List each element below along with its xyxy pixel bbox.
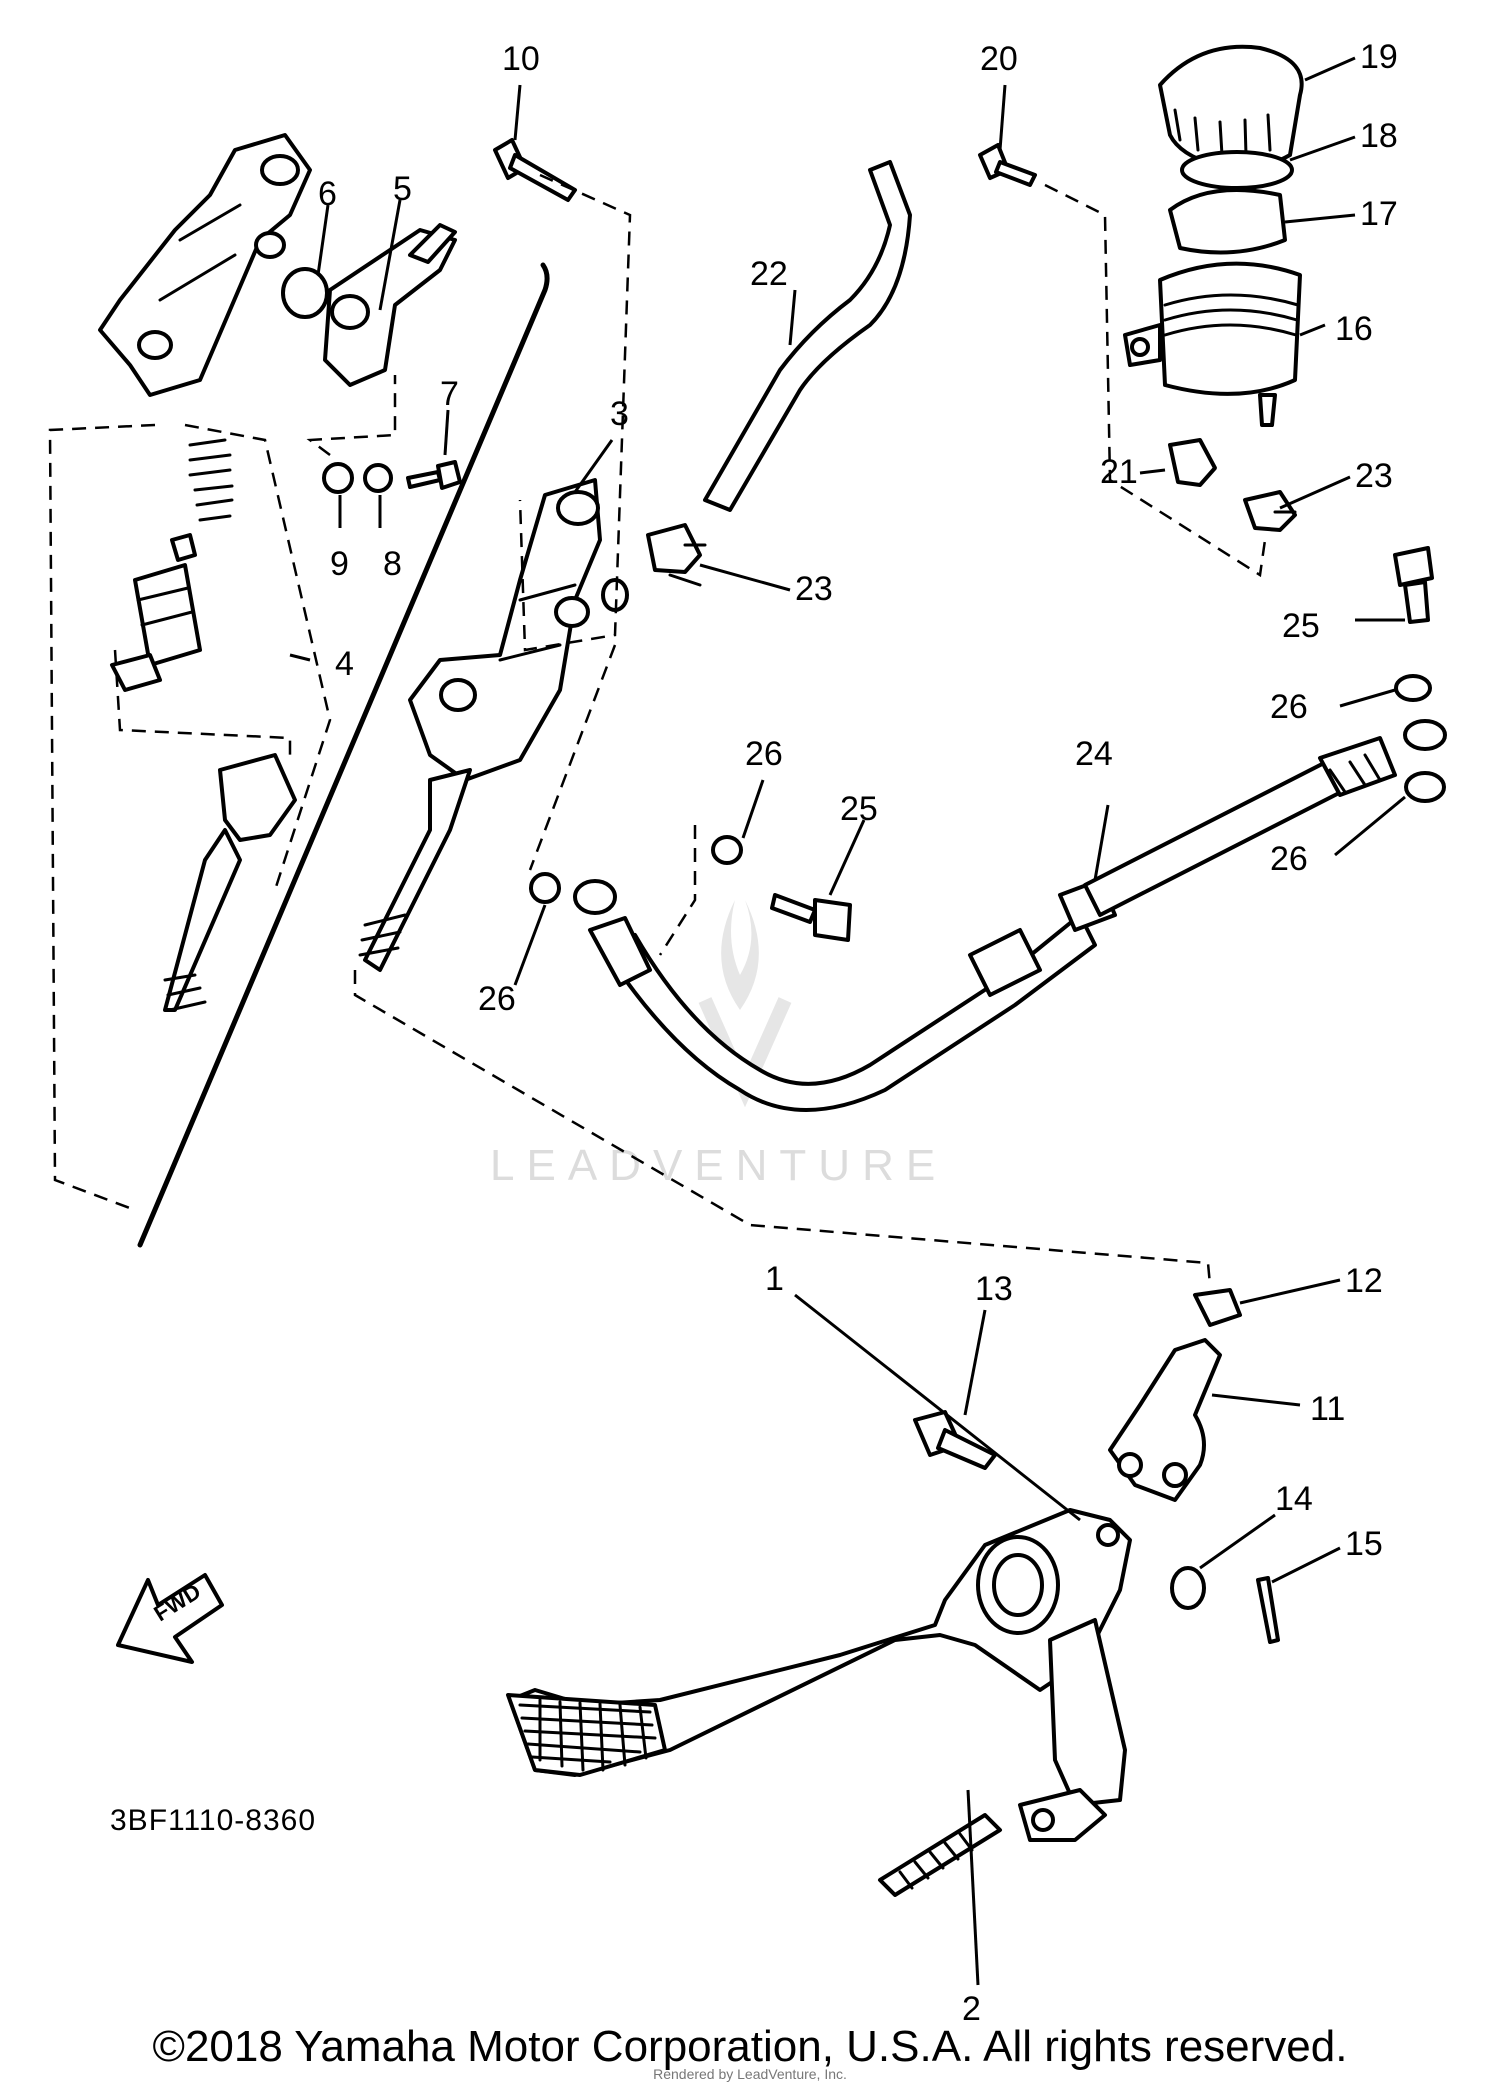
- callout-5: 5: [393, 170, 412, 208]
- part-23-clamp-upper: [646, 523, 707, 587]
- part-13-bolt: [913, 1410, 997, 1470]
- callout-23b: 23: [1355, 457, 1393, 495]
- callout-26b: 26: [1270, 688, 1308, 726]
- callout-26d: 26: [478, 980, 516, 1018]
- piston-assembly: [110, 438, 297, 1012]
- part-20-bolt: [978, 143, 1037, 187]
- part-1-brake-pedal: [506, 1508, 1132, 1842]
- callout-17: 17: [1360, 195, 1398, 233]
- part-21-bracket: [1168, 438, 1217, 487]
- rendered-by-notice: Rendered by LeadVenture, Inc.: [653, 2066, 847, 2082]
- part-10-bolt: [493, 138, 577, 202]
- watermark: LEADVENTURE: [490, 900, 947, 1190]
- part-9-washer: [322, 462, 354, 494]
- callout-16: 16: [1335, 310, 1373, 348]
- callout-2: 2: [962, 1990, 981, 2028]
- callout-25b: 25: [840, 790, 878, 828]
- callout-26c: 26: [1270, 840, 1308, 878]
- callout-19: 19: [1360, 38, 1398, 76]
- callout-12: 12: [1345, 1262, 1383, 1300]
- callout-8: 8: [383, 545, 402, 583]
- callout-11: 11: [1310, 1390, 1345, 1428]
- callout-21: 21: [1100, 453, 1138, 491]
- part-16-reservoir: [1123, 261, 1302, 427]
- fwd-arrow-icon: FWD: [116, 1573, 224, 1664]
- callout-23a: 23: [795, 570, 833, 608]
- callout-14: 14: [1275, 1480, 1313, 1518]
- callout-20: 20: [980, 40, 1018, 78]
- part-18-plate: [1180, 150, 1294, 190]
- callouts: 1 2 3 4 5 6 7 8 9 10 11 12 13 14 15 16 1…: [318, 38, 1398, 2028]
- part-7-screw: [406, 460, 462, 490]
- part-26-washer-3: [1394, 674, 1432, 702]
- watermark-text: LEADVENTURE: [490, 1141, 947, 1190]
- separator-line: [137, 262, 550, 1248]
- callout-3: 3: [610, 395, 629, 433]
- part-25-bolt-upper: [1393, 546, 1434, 624]
- callout-22: 22: [750, 255, 788, 293]
- part-22-hose: [703, 160, 912, 512]
- leader-lines: [289, 56, 1406, 1986]
- callout-24: 24: [1075, 735, 1113, 773]
- callout-7: 7: [440, 375, 459, 413]
- callout-13: 13: [975, 1270, 1013, 1308]
- callout-1: 1: [765, 1260, 784, 1298]
- callout-9: 9: [330, 545, 349, 583]
- part-25-bolt-lower: [770, 893, 852, 942]
- callout-10: 10: [502, 40, 540, 78]
- part-12-nut: [1193, 1288, 1242, 1327]
- part-17-diaphragm: [1168, 188, 1287, 255]
- part-6-o-ring: [281, 267, 329, 319]
- part-8-washer: [363, 463, 393, 493]
- part-5-reservoir-joint: [323, 223, 457, 387]
- callout-6: 6: [318, 175, 337, 213]
- part-11-clevis: [1108, 1338, 1222, 1502]
- part-26-washer-1: [529, 872, 561, 904]
- part-4-cylinder-body: [98, 133, 312, 397]
- banjo-fitting-lower: [573, 879, 617, 915]
- copyright-notice: ©2018 Yamaha Motor Corporation, U.S.A. A…: [152, 2022, 1348, 2071]
- drawing-code: 3BF1110-8360: [110, 1804, 316, 1837]
- part-23-clamp-lower: [1243, 490, 1297, 532]
- part-26-washer-4: [1404, 771, 1446, 803]
- part-26-washer-2: [711, 835, 743, 865]
- part-14-washer: [1170, 1566, 1206, 1610]
- callout-26a: 26: [745, 735, 783, 773]
- callout-18: 18: [1360, 117, 1398, 155]
- callout-25a: 25: [1282, 607, 1320, 645]
- part-24-brake-hose: [588, 736, 1397, 1112]
- assembly-lines: [48, 173, 1267, 1286]
- callout-4: 4: [335, 645, 354, 683]
- part-15-cotter-pin: [1256, 1576, 1280, 1644]
- banjo-fitting-upper: [1403, 719, 1447, 751]
- part-3-master-cylinder: [358, 478, 602, 972]
- part-2-spring: [878, 1813, 1002, 1897]
- callout-15: 15: [1345, 1525, 1383, 1563]
